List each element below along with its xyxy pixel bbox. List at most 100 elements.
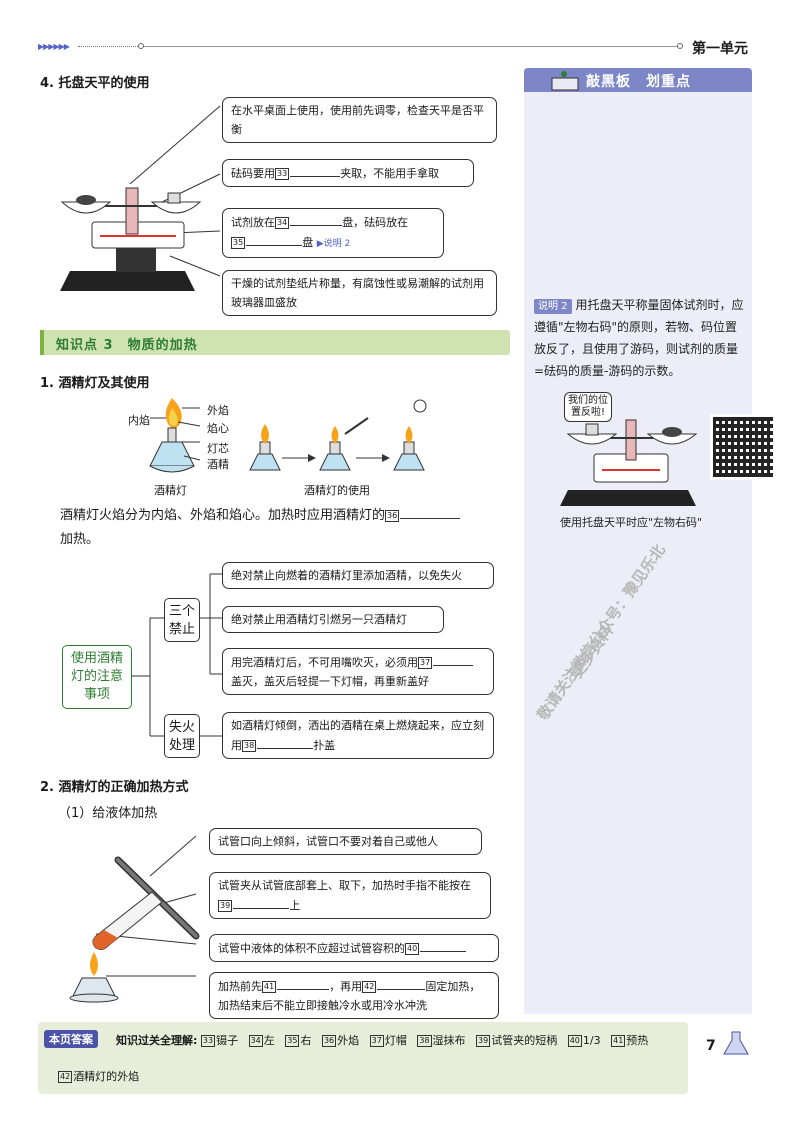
section-balance-title: 4. 托盘天平的使用	[40, 76, 150, 91]
label-flame-core: 焰心	[207, 422, 229, 435]
answer-36: 外焰	[337, 1034, 360, 1047]
section-alcohol-lamp-title: 1. 酒精灯及其使用	[40, 376, 150, 391]
answer-blank-35[interactable]	[246, 232, 303, 246]
flame-paragraph-text: 酒精灯火焰分为内焰、外焰和焰心。加热时应用酒精灯的	[60, 508, 386, 523]
sidebar-note-text: 用托盘天平称量固体试剂时，应遵循"左物右码"的原则，若物、码位置放反了，且使用了…	[534, 298, 744, 378]
mindmap-root: 使用酒精灯的注意事项	[62, 645, 132, 709]
answer-35: 右	[300, 1034, 312, 1047]
label-wick: 灯芯	[207, 442, 229, 455]
header-dots	[78, 46, 138, 47]
answer-blank-33[interactable]	[290, 163, 341, 177]
header-circle-right	[677, 43, 683, 49]
blank-number-37: 37	[418, 657, 433, 669]
heating-note-angle: 试管口向上倾斜，试管口不要对着自己或他人	[209, 828, 482, 855]
extinguish-text-pre: 用完酒精灯后，不可用嘴吹灭，必须用	[231, 656, 418, 669]
answer-blank-42[interactable]	[377, 976, 426, 990]
preheat-text-pre: 加热前先	[218, 980, 262, 993]
alcohol-lamp-illustration	[149, 398, 427, 473]
answer-42: 酒精灯的外焰	[73, 1070, 140, 1083]
note-link-2[interactable]: ▶说明 2	[316, 239, 351, 249]
pans-text-post: 盘	[302, 236, 314, 249]
preheat-text-mid: ，再用	[329, 980, 363, 993]
answer-40: 1/3	[582, 1034, 601, 1047]
heating-liquid-subtitle: （1）给液体加热	[58, 806, 158, 821]
answer-41: 预热	[626, 1034, 649, 1047]
weights-text-post: 夹取，不能用手拿取	[340, 167, 440, 180]
pans-text-mid: 盘，砝码放在	[342, 216, 409, 229]
speech-bubble: 我们的位置反啦!	[564, 392, 612, 422]
header-rule	[142, 46, 680, 47]
answer-34: 左	[263, 1034, 275, 1047]
sidebar-title: 敲黑板 划重点	[586, 74, 691, 90]
answer-38: 湿抹布	[432, 1034, 466, 1047]
reversed-balance-illustration	[560, 419, 698, 506]
answer-37: 灯帽	[384, 1034, 407, 1047]
mindmap-item-no-ignite: 绝对禁止用酒精灯引燃另一只酒精灯	[222, 606, 444, 633]
mindmap-item-no-refill: 绝对禁止向燃着的酒精灯里添加酒精，以免失火	[222, 562, 494, 589]
mindmap-branch-prohibitions: 三个禁止	[164, 598, 200, 642]
header-circle-left	[138, 43, 144, 49]
caption-lamp-usage: 酒精灯的使用	[304, 484, 370, 497]
caption-lamp: 酒精灯	[154, 484, 187, 497]
balance-note-level: 在水平桌面上使用，使用前先调零，检查天平是否平衡	[222, 97, 497, 143]
label-alcohol: 酒精	[207, 458, 229, 471]
answer-blank-41[interactable]	[277, 976, 330, 990]
label-inner-flame: 内焰	[128, 414, 150, 427]
blank-number-39: 39	[218, 900, 233, 912]
blank-number-41: 41	[262, 981, 277, 993]
answer-blank-39[interactable]	[233, 895, 290, 909]
answers-tag: 本页答案	[44, 1030, 98, 1048]
blank-number-34: 34	[275, 217, 290, 229]
answer-blank-36[interactable]	[400, 505, 461, 519]
balance-note-dry-reagent: 干燥的试剂垫纸片称量，有腐蚀性或易潮解的试剂用玻璃器皿盛放	[222, 270, 497, 316]
section-heating-title: 2. 酒精灯的正确加热方式	[40, 780, 189, 795]
flame-paragraph-end: 加热。	[60, 532, 100, 547]
blank-number-33: 33	[275, 168, 290, 180]
answer-blank-38[interactable]	[257, 735, 314, 749]
answer-blank-34[interactable]	[290, 212, 343, 226]
sidebar-caption: 使用托盘天平时应"左物右码"	[560, 516, 703, 529]
balance-illustration	[60, 105, 221, 291]
answers-prefix: 知识过关全理解:	[116, 1034, 198, 1047]
flask-icon	[723, 1031, 749, 1055]
test-tube-heating-illustration	[69, 835, 200, 1003]
knowledge-point-title: 知识点 3 物质的加热	[56, 338, 198, 353]
header-arrows: ▶▶▶▶▶▶	[38, 42, 70, 51]
blank-number-42: 42	[362, 981, 377, 993]
volume-text-pre: 试管中液体的体积不应超过试管容积的	[218, 942, 405, 955]
pans-text-pre: 试剂放在	[231, 216, 275, 229]
answer-blank-40[interactable]	[420, 938, 467, 952]
fire-text-pre: 如酒精灯倾倒，洒出的酒精在桌上燃烧起来，应立刻用	[231, 719, 484, 752]
blank-number-40: 40	[405, 943, 420, 955]
knowledge-point-bar: 知识点 3 物质的加热	[40, 330, 510, 355]
blank-number-38: 38	[242, 740, 257, 752]
extinguish-text-post: 盖灭，盖灭后轻提一下灯帽，再重新盖好	[231, 675, 429, 688]
qr-code[interactable]	[710, 414, 776, 480]
teacher-icon	[551, 71, 579, 91]
unit-title: 第一单元	[692, 41, 748, 57]
weights-text-pre: 砝码要用	[231, 167, 275, 180]
answer-33: 镊子	[216, 1034, 239, 1047]
answer-39: 试管夹的短柄	[491, 1034, 558, 1047]
blank-number-35: 35	[231, 237, 246, 249]
answer-blank-37[interactable]	[433, 652, 474, 666]
mindmap-branch-fire: 失火处理	[164, 714, 200, 758]
preheat-text-post: 固定加热，加热结束后不能立即接触冷水或用冷水冲洗	[218, 980, 481, 1012]
sidebar-header: 敲黑板 划重点	[524, 68, 752, 92]
clamp-text-pre: 试管夹从试管底部套上、取下，加热时手指不能按在	[218, 879, 471, 892]
mindmap-connectors	[130, 573, 222, 737]
blank-number-36: 36	[385, 510, 400, 522]
